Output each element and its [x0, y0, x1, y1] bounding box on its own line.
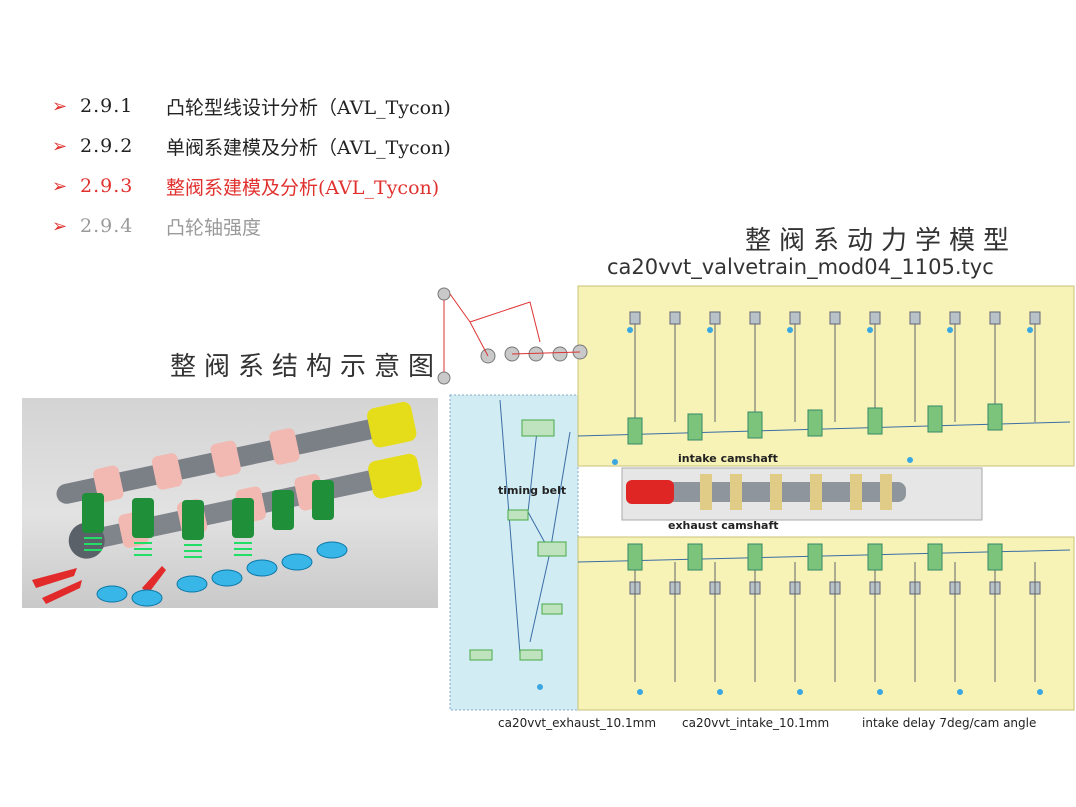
exhaust-camshaft-label: exhaust camshaft [668, 519, 779, 532]
bullet-arrow-icon: ➢ [52, 175, 68, 197]
bullet-arrow-icon: ➢ [52, 215, 68, 237]
valvetrain-3d-illustration [32, 401, 422, 607]
model-file-name: ca20vvt_valvetrain_mod04_1105.tyc [607, 255, 994, 279]
bullet-arrow-icon: ➢ [52, 135, 68, 157]
timing-belt-label: timing belt [498, 484, 566, 497]
intake-cam-label: ca20vvt_intake_10.1mm [682, 716, 830, 730]
toc-title: 凸轮型线设计分析（AVL_Tycon) [166, 96, 451, 119]
tycon-model-schematic: timing belt intake camshaft exhaust cams… [437, 285, 1075, 711]
intake-camshaft-label: intake camshaft [678, 452, 778, 465]
valvetrain-3d-image [22, 398, 438, 608]
toc-item-2-9-1[interactable]: ➢ 2.9.1 凸轮型线设计分析（AVL_Tycon) [52, 86, 451, 126]
toc-item-2-9-2[interactable]: ➢ 2.9.2 单阀系建模及分析（AVL_Tycon) [52, 126, 451, 166]
toc-number: 2.9.3 [80, 175, 134, 197]
toc-list: ➢ 2.9.1 凸轮型线设计分析（AVL_Tycon) ➢ 2.9.2 单阀系建… [52, 86, 451, 246]
dynamics-model-caption: 整阀系动力学模型 [745, 226, 1018, 256]
toc-title: 单阀系建模及分析（AVL_Tycon) [166, 136, 451, 159]
toc-title: 凸轮轴强度 [166, 216, 262, 239]
toc-item-2-9-4[interactable]: ➢ 2.9.4 凸轮轴强度 [52, 206, 451, 246]
valvetrain-dynamics-diagram: timing belt intake camshaft exhaust cams… [430, 282, 1076, 712]
toc-number: 2.9.4 [80, 215, 134, 237]
intake-delay-label: intake delay 7deg/cam angle [862, 716, 1037, 730]
structure-caption: 整阀系结构示意图 [170, 352, 443, 382]
toc-number: 2.9.2 [80, 135, 134, 157]
toc-title: 整阀系建模及分析(AVL_Tycon) [166, 176, 440, 199]
bullet-arrow-icon: ➢ [52, 95, 68, 117]
exhaust-cam-label: ca20vvt_exhaust_10.1mm [498, 716, 657, 730]
toc-item-2-9-3[interactable]: ➢ 2.9.3 整阀系建模及分析(AVL_Tycon) [52, 166, 451, 206]
toc-number: 2.9.1 [80, 95, 134, 117]
